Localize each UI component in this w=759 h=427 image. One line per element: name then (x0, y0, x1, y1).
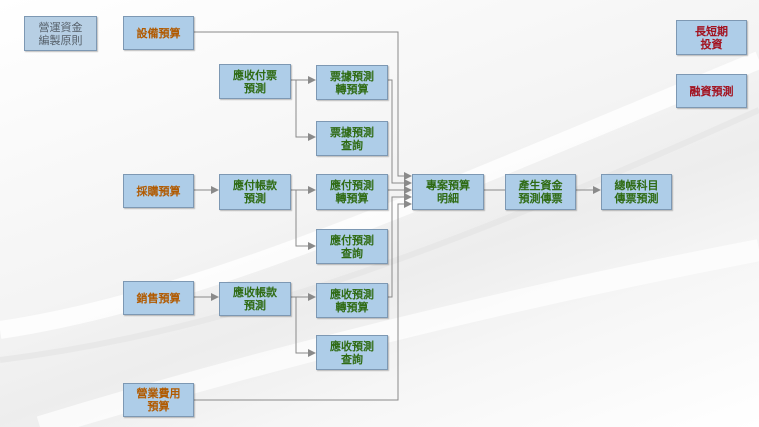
notes-receivable-box[interactable]: 應收付票 預測 (219, 64, 291, 99)
receivable-forecast-query-box[interactable]: 應收預測 查詢 (316, 335, 388, 370)
ledger-voucher-forecast-label: 總帳科目 傳票預測 (614, 179, 659, 205)
operating-expense-budget-label: 營業費用 預算 (136, 387, 181, 413)
project-budget-detail-label: 專案預算 明細 (426, 179, 470, 205)
purchase-budget-label: 採購預算 (136, 184, 181, 198)
receivable-forecast-query-label: 應收預測 查詢 (330, 339, 374, 366)
line-equipment-to-project (194, 31, 412, 180)
line-notes-transfer-to-project (388, 79, 412, 187)
generate-cash-forecast-voucher-box[interactable]: 產生資金 預測傳票 (505, 174, 576, 210)
notes-forecast-query-label: 票據預測 查詢 (330, 125, 374, 152)
line-expense-to-project (194, 200, 412, 401)
long-short-term-investment-label: 長短期 投資 (695, 24, 728, 51)
receivable-forecast-transfer-label: 應收預測 轉預算 (330, 287, 374, 314)
accounts-receivable-label: 應收帳款 預測 (233, 286, 277, 312)
project-budget-detail-box[interactable]: 專案預算 明細 (412, 174, 484, 210)
long-short-term-investment-box[interactable]: 長短期 投資 (676, 20, 747, 55)
ledger-voucher-forecast-box[interactable]: 總帳科目 傳票預測 (601, 174, 672, 210)
line-payable-to-query (295, 190, 316, 250)
working-capital-principle-box[interactable]: 營運資金 編製原則 (24, 16, 97, 51)
purchase-budget-box[interactable]: 採購預算 (123, 174, 194, 208)
accounts-payable-label: 應付帳款 預測 (233, 179, 277, 205)
generate-cash-forecast-voucher-label: 產生資金 預測傳票 (518, 179, 563, 205)
notes-forecast-transfer-box[interactable]: 票據預測 轉預算 (316, 65, 388, 100)
equipment-budget-label: 設備預算 (136, 26, 181, 40)
accounts-receivable-box[interactable]: 應收帳款 預測 (219, 282, 291, 316)
equipment-budget-box[interactable]: 設備預算 (123, 16, 194, 50)
payable-forecast-query-box[interactable]: 應付預測 查詢 (316, 229, 388, 264)
sales-budget-box[interactable]: 銷售預算 (123, 281, 194, 315)
receivable-forecast-transfer-box[interactable]: 應收預測 轉預算 (316, 283, 388, 318)
accounts-payable-box[interactable]: 應付帳款 預測 (219, 174, 291, 210)
payable-forecast-transfer-label: 應付預測 轉預算 (330, 179, 374, 205)
line-receivable-transfer-to-project (388, 193, 412, 298)
payable-forecast-query-label: 應付預測 查詢 (330, 233, 374, 260)
sales-budget-label: 銷售預算 (136, 291, 181, 305)
line-notes-to-query (295, 80, 316, 141)
payable-forecast-transfer-box[interactable]: 應付預測 轉預算 (316, 174, 388, 210)
financing-forecast-box[interactable]: 融資預測 (676, 74, 747, 108)
financing-forecast-label: 融資預測 (689, 84, 734, 98)
notes-receivable-label: 應收付票 預測 (233, 68, 277, 95)
operating-expense-budget-box[interactable]: 營業費用 預算 (123, 383, 194, 417)
notes-forecast-query-box[interactable]: 票據預測 查詢 (316, 121, 388, 156)
working-capital-principle-label: 營運資金 編製原則 (38, 20, 83, 47)
notes-forecast-transfer-label: 票據預測 轉預算 (330, 69, 374, 96)
line-receivable-to-query (295, 297, 316, 357)
